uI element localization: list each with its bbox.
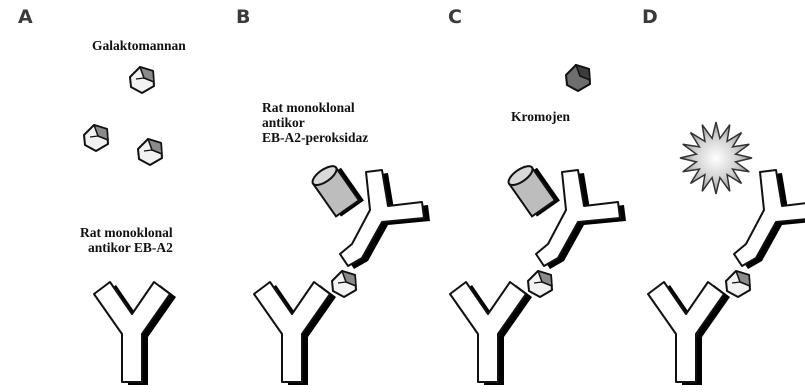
panel-b	[254, 160, 430, 385]
capture-antibody	[254, 282, 336, 385]
bound-antigen	[332, 271, 356, 297]
panel-c	[450, 65, 626, 385]
bound-antigen	[528, 271, 552, 297]
panel-a	[84, 67, 176, 385]
bound-antigen	[726, 271, 750, 297]
peroxidase-enzyme	[310, 160, 364, 218]
galactomannan-antigen	[138, 139, 162, 165]
signal-burst	[680, 122, 752, 194]
signal-burst-star	[680, 122, 752, 194]
panel-d	[648, 122, 805, 385]
capture-antibody	[450, 282, 532, 385]
capture-antibody	[94, 282, 176, 385]
chromogen-molecule	[566, 65, 590, 91]
capture-antibody	[648, 282, 730, 385]
detection-antibody	[536, 170, 626, 269]
galactomannan-antigen	[130, 67, 154, 93]
peroxidase-enzyme	[506, 160, 560, 218]
galactomannan-antigen	[84, 125, 108, 151]
detection-antibody	[340, 170, 430, 269]
detection-antibody	[734, 170, 805, 269]
